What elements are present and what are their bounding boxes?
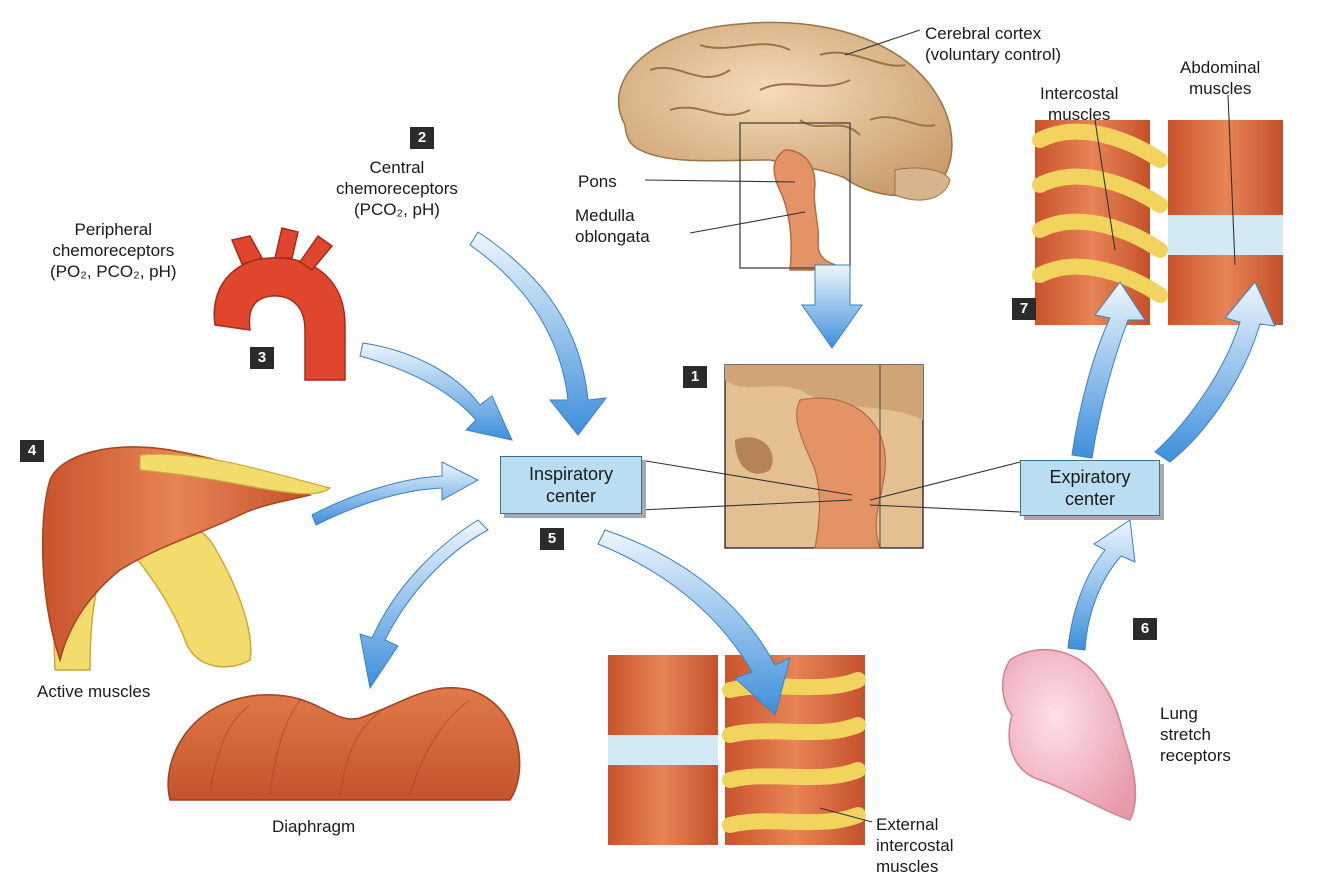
brainstem-closeup — [725, 365, 923, 548]
external-intercostal-illustration — [608, 655, 865, 845]
step-6-badge: 6 — [1133, 618, 1157, 640]
step-2-badge: 2 — [410, 127, 434, 149]
step-4-badge: 4 — [20, 440, 44, 462]
arrow-brain-to-medulla — [802, 265, 862, 348]
diaphragm-illustration — [168, 688, 520, 800]
arrow-lung-to-expiratory — [1068, 520, 1135, 650]
step-7-badge: 7 — [1012, 298, 1036, 320]
step-5-badge: 5 — [540, 528, 564, 550]
aorta-illustration — [214, 228, 345, 380]
diaphragm-label: Diaphragm — [272, 816, 355, 837]
step-3-badge: 3 — [250, 347, 274, 369]
arrow-peripheral-to-inspiratory — [360, 343, 512, 440]
arrow-inspiratory-to-diaphragm — [360, 520, 488, 688]
lung-illustration — [1003, 650, 1136, 820]
step-1-badge: 1 — [683, 366, 707, 388]
shoulder-muscles-illustration — [43, 447, 330, 670]
pons-label: Pons — [578, 171, 617, 192]
arrow-shoulder-to-inspiratory — [312, 462, 478, 525]
active-muscles-label: Active muscles — [37, 681, 150, 702]
brain-illustration — [619, 22, 952, 270]
cerebral-cortex-label: Cerebral cortex(voluntary control) — [925, 23, 1061, 65]
